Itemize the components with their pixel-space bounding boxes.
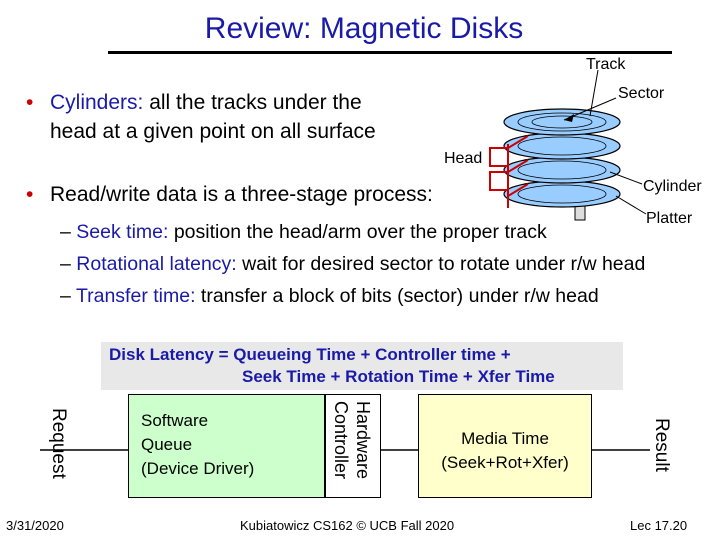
- sub-dash: –: [60, 285, 71, 307]
- disk-diagram: [489, 69, 647, 221]
- label-platter: Platter: [646, 210, 693, 227]
- seek-term: Seek time:: [76, 221, 169, 243]
- bullet-cylinders: • Cylinders: all the tracks under the: [26, 88, 362, 117]
- track-ring: [517, 136, 607, 156]
- track-ring: [531, 115, 593, 129]
- arm-tip: [507, 183, 529, 197]
- rotational-term: Rotational latency:: [76, 253, 237, 275]
- hardware-line1: Hardware: [353, 401, 373, 480]
- cylinders-term: Cylinders:: [50, 91, 144, 114]
- label-head: Head: [444, 150, 483, 167]
- rotational-def: wait for desired sector to rotate under …: [236, 253, 646, 275]
- footer-date: 3/31/2020: [6, 518, 64, 533]
- result-label: Result: [651, 418, 672, 472]
- transfer-def: transfer a block of bits (sector) under …: [195, 285, 599, 307]
- cylinders-def-line2: head at a given point on all surface: [50, 120, 376, 143]
- arm-tip: [507, 135, 529, 149]
- software-queue-box: Software Queue (Device Driver): [128, 394, 325, 498]
- footer-course: Kubiatowicz CS162 © UCB Fall 2020: [240, 518, 455, 533]
- cylinders-def: all the tracks under the: [143, 91, 362, 114]
- sub-rotational: – Rotational latency: wait for desired s…: [60, 253, 645, 276]
- media-line2: (Seek+Rot+Xfer): [441, 453, 569, 472]
- label-cylinder: Cylinder: [643, 178, 702, 195]
- software-line2: Queue: [141, 435, 193, 454]
- sub-seek: – Seek time: position the head/arm over …: [60, 221, 547, 244]
- sector-arrow: [564, 114, 574, 122]
- sub-dash: –: [60, 221, 71, 243]
- seek-def: position the head/arm over the proper tr…: [168, 221, 547, 243]
- footer-page: Lec 17.20: [630, 518, 688, 533]
- label-track: Track: [586, 56, 626, 73]
- latency-line1: Disk Latency = Queueing Time + Controlle…: [109, 345, 511, 364]
- arm-tip: [507, 159, 529, 173]
- track-leader: [589, 69, 599, 117]
- transfer-term: Transfer time:: [75, 285, 196, 307]
- software-line3: (Device Driver): [141, 459, 255, 478]
- track-ring: [517, 160, 607, 180]
- request-label: Request: [48, 408, 69, 479]
- arm-bracket: [489, 147, 508, 167]
- hardware-line2: Controller: [331, 401, 351, 480]
- sub-transfer: – Transfer time: transfer a block of bit…: [60, 285, 599, 308]
- slide-title: Review: Magnetic Disks: [204, 12, 524, 45]
- bullet-marker: •: [26, 91, 34, 114]
- latency-line2: Seek Time + Rotation Time + Xfer Time: [242, 367, 555, 386]
- software-line1: Software: [141, 411, 209, 430]
- media-line1: Media Time: [461, 429, 549, 448]
- bullet-three-stage: • Read/write data is a three-stage proces…: [26, 180, 433, 209]
- head-arm: [489, 135, 529, 208]
- title-underline: [108, 51, 672, 54]
- bullet-marker: •: [26, 183, 34, 206]
- track-ring: [517, 184, 607, 204]
- latency-formula-box: Disk Latency = Queueing Time + Controlle…: [101, 342, 623, 390]
- media-time-box: Media Time (Seek+Rot+Xfer): [418, 394, 592, 498]
- label-sector: Sector: [618, 85, 665, 102]
- sub-dash: –: [60, 253, 71, 275]
- arm-bracket: [489, 171, 508, 191]
- track-ring: [517, 112, 607, 132]
- platter-stack: [503, 108, 621, 208]
- cylinder-leader: [609, 171, 643, 185]
- platter-leader: [615, 195, 647, 215]
- three-stage-text: Read/write data is a three-stage process…: [50, 183, 433, 206]
